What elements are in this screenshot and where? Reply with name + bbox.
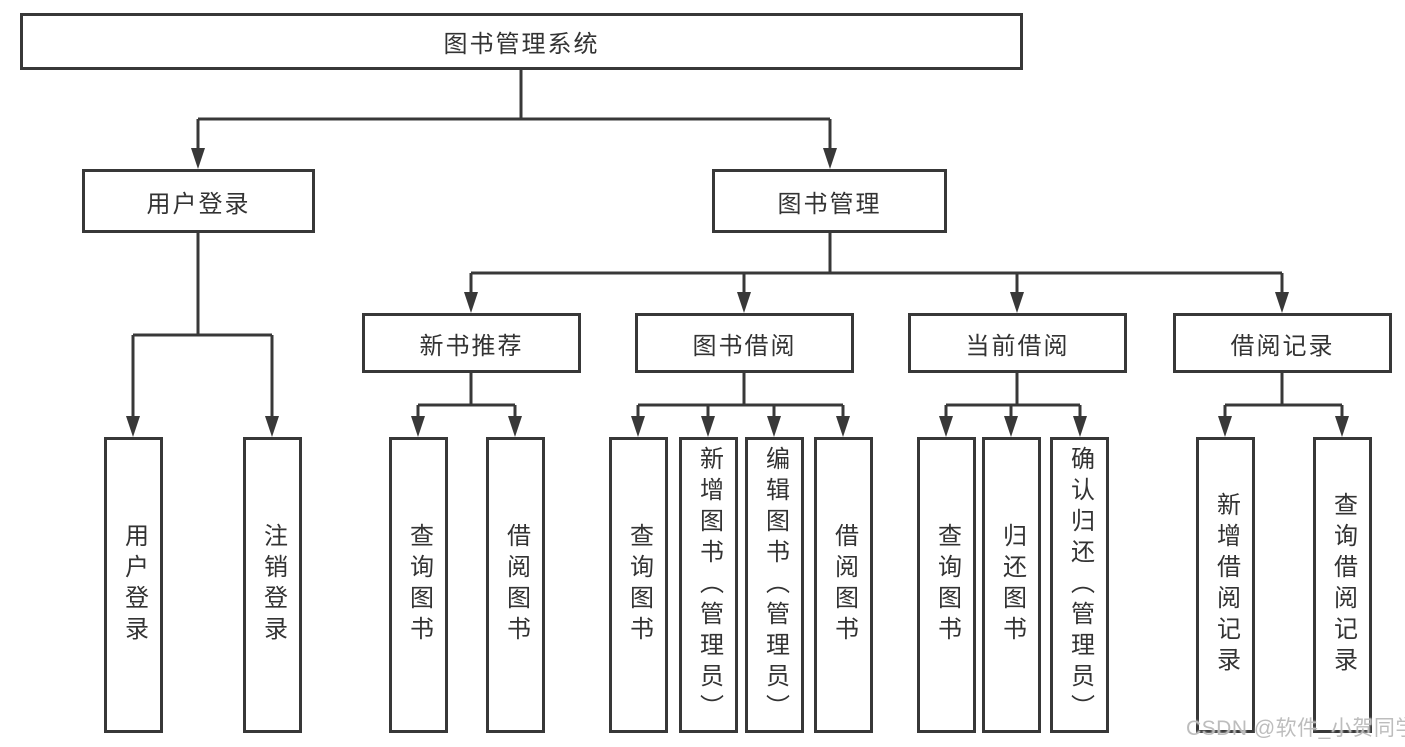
node-label: 图书管理 <box>777 190 882 218</box>
node-leaf-logout: 注销登录 <box>243 437 302 733</box>
node-leaf-query-books-borrow: 查询图书 <box>609 437 668 733</box>
node-label: 查询图书 <box>625 523 653 647</box>
node-leaf-query-books-current: 查询图书 <box>917 437 976 733</box>
node-label: 图书借阅 <box>692 332 797 360</box>
node-leaf-borrow-books: 借阅图书 <box>814 437 873 733</box>
node-leaf-confirm-return-admin: 确认归还（管理员） <box>1050 437 1109 733</box>
node-new-book-recommend: 新书推荐 <box>362 313 581 373</box>
arrowheads <box>126 148 1349 437</box>
node-label: 图书管理系统 <box>443 31 600 58</box>
node-label: 编辑图书（管理员） <box>761 445 789 725</box>
node-user-login: 用户登录 <box>82 169 315 233</box>
node-library-system: 图书管理系统 <box>20 13 1023 70</box>
node-book-management: 图书管理 <box>712 169 947 233</box>
node-label: 注销登录 <box>259 523 287 647</box>
connector-path <box>131 70 1344 420</box>
node-current-borrowing: 当前借阅 <box>908 313 1127 373</box>
node-borrowing-records: 借阅记录 <box>1173 313 1392 373</box>
node-leaf-query-books-recommend: 查询图书 <box>389 437 448 733</box>
node-label: 归还图书 <box>998 523 1026 647</box>
node-leaf-add-books-admin: 新增图书（管理员） <box>679 437 738 733</box>
node-label: 借阅图书 <box>502 523 530 647</box>
node-book-borrowing: 图书借阅 <box>635 313 854 373</box>
node-label: 借阅记录 <box>1230 332 1335 360</box>
node-label: 用户登录 <box>120 523 148 647</box>
node-label: 新书推荐 <box>419 332 524 360</box>
node-leaf-edit-books-admin: 编辑图书（管理员） <box>745 437 804 733</box>
node-label: 新增借阅记录 <box>1212 492 1240 678</box>
node-label: 用户登录 <box>146 190 251 218</box>
watermark-text: CSDN @软件_小贺同学 <box>1186 717 1405 740</box>
node-label: 新增图书（管理员） <box>695 445 723 725</box>
node-leaf-user-login: 用户登录 <box>104 437 163 733</box>
node-label: 查询图书 <box>933 523 961 647</box>
node-leaf-return-books: 归还图书 <box>982 437 1041 733</box>
node-leaf-query-borrow-record: 查询借阅记录 <box>1313 437 1372 733</box>
node-label: 查询图书 <box>405 523 433 647</box>
node-label: 借阅图书 <box>830 523 858 647</box>
node-label: 确认归还（管理员） <box>1066 445 1094 725</box>
node-label: 查询借阅记录 <box>1329 492 1357 678</box>
node-label: 当前借阅 <box>965 332 1070 360</box>
node-leaf-add-borrow-record: 新增借阅记录 <box>1196 437 1255 733</box>
node-leaf-borrow-books-recommend: 借阅图书 <box>486 437 545 733</box>
